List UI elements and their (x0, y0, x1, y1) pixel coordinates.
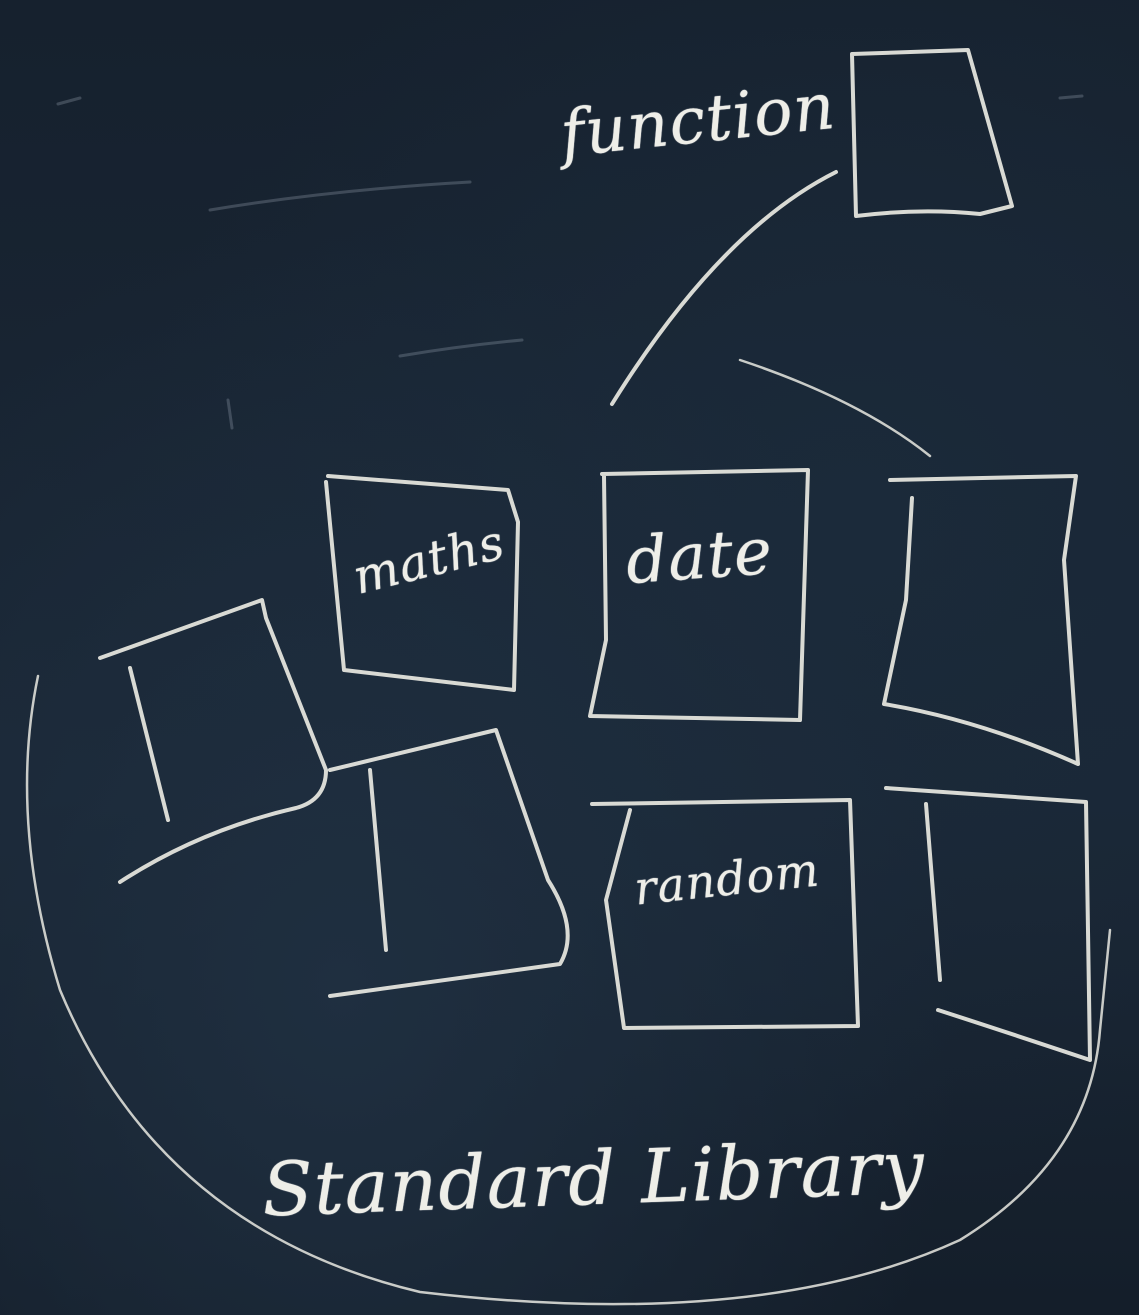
module-box-empty (98, 598, 328, 884)
library-upper-arc (738, 358, 932, 458)
erased-mark (226, 398, 234, 430)
erased-mark (208, 180, 472, 212)
function-connector (610, 170, 838, 406)
random-box (590, 798, 860, 1030)
standard-library-boundary (25, 674, 1112, 1306)
maths-box (324, 474, 520, 692)
date-label: date (623, 514, 776, 600)
erased-mark (398, 338, 524, 358)
module-box-side (128, 666, 170, 822)
date-box (588, 468, 810, 722)
module-box-empty (328, 728, 570, 998)
erased-mark (56, 96, 82, 106)
function-box (850, 48, 1014, 218)
module-box-side (924, 802, 942, 982)
module-box-side (368, 768, 388, 952)
module-box-empty (884, 786, 1092, 1062)
module-box-empty (882, 474, 1080, 766)
erased-mark (1058, 94, 1084, 100)
